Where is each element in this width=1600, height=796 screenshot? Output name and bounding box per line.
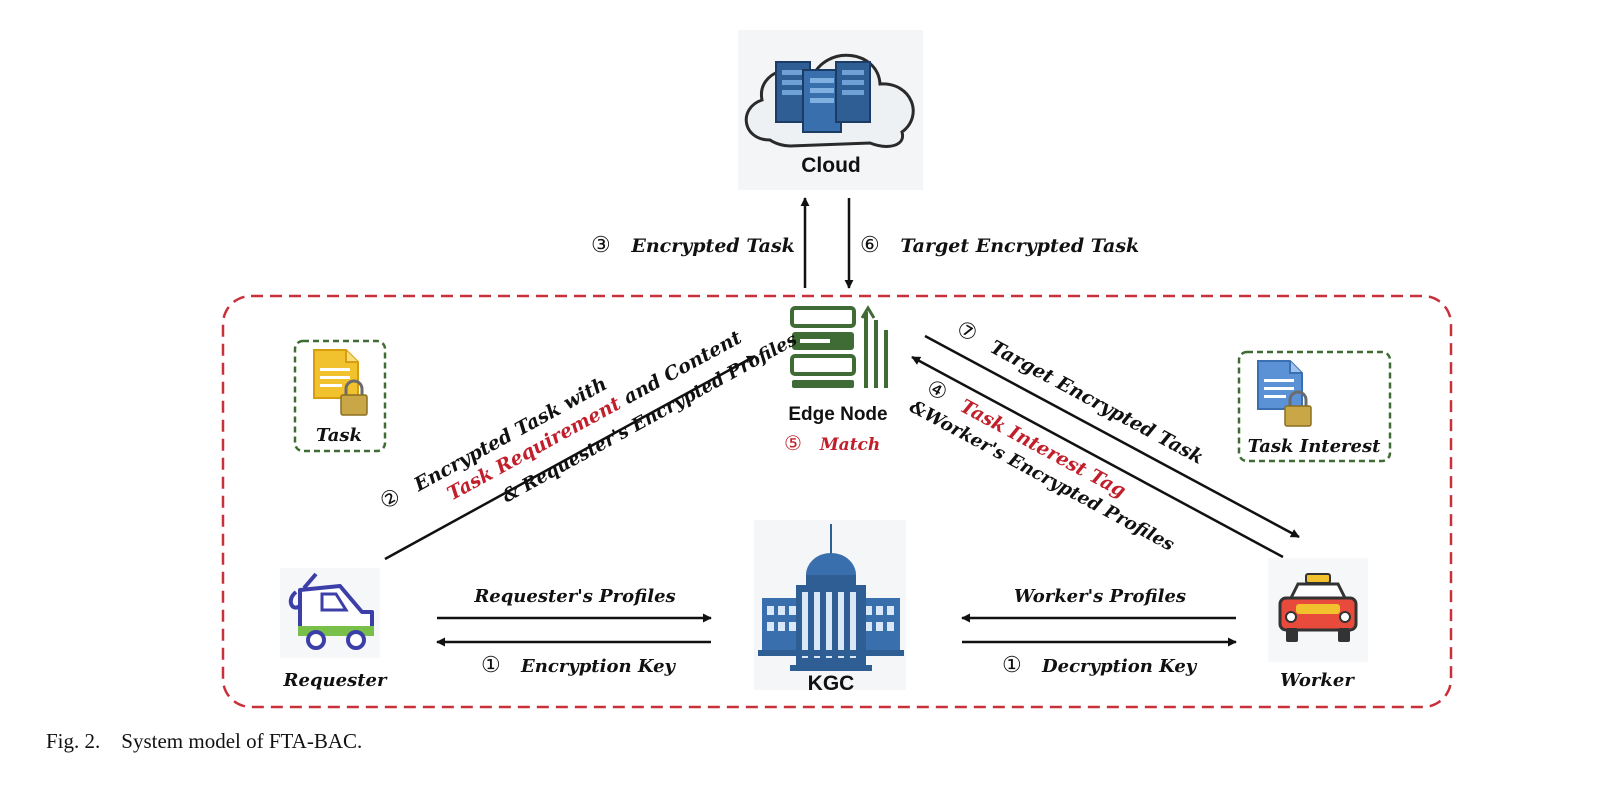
step7-number: ⑦ xyxy=(952,316,981,347)
task-label: Task xyxy=(316,425,362,446)
step1-right-number: ① xyxy=(1002,653,1022,678)
step5-text: Match xyxy=(819,435,880,455)
worker-node: Worker xyxy=(1268,558,1368,691)
step1-left-label: ① Encryption Key xyxy=(481,653,677,678)
svg-text:② Encrypted Task with: ② Encrypted Task with xyxy=(376,371,611,515)
tow-truck-icon xyxy=(280,568,380,658)
kgc-node: KGC xyxy=(754,520,906,695)
caption-text: System model of FTA-BAC. xyxy=(121,729,363,753)
trust-boundary xyxy=(221,294,1453,709)
arrow-worker-to-edge xyxy=(911,355,1284,559)
kgc-label: KGC xyxy=(808,672,855,695)
requester-label: Requester xyxy=(283,670,388,691)
worker-label: Worker xyxy=(1280,670,1355,691)
task-box: Task xyxy=(293,339,387,453)
edge-server-icon xyxy=(790,305,888,388)
step4-label: ④ Task Interest Tag &Worker's Encrypted … xyxy=(906,375,1178,555)
cloud-servers-icon xyxy=(738,30,923,190)
step1-left-number: ① xyxy=(481,653,501,678)
taxi-icon xyxy=(1268,558,1368,662)
requester-node: Requester xyxy=(280,568,388,691)
locked-document-icon xyxy=(313,349,368,416)
step1-right-label: ① Decryption Key xyxy=(1002,653,1198,678)
step5-label: ⑤ Match xyxy=(784,431,880,455)
step7-text: Target Encrypted Task xyxy=(986,336,1207,469)
step5-number: ⑤ xyxy=(784,431,802,455)
task-interest-box: Task Interest xyxy=(1237,350,1392,463)
step1-right-text: Decryption Key xyxy=(1041,656,1198,677)
figure-caption: Fig. 2. System model of FTA-BAC. xyxy=(46,729,362,754)
requester-profiles-label: Requester's Profiles xyxy=(473,586,675,607)
cloud-label: Cloud xyxy=(801,154,860,177)
edge-node-label: Edge Node xyxy=(788,404,887,425)
cloud-node: Cloud xyxy=(738,30,923,190)
locked-document-icon xyxy=(1257,360,1312,427)
worker-profiles-label: Worker's Profiles xyxy=(1014,586,1186,607)
step6-text: Target Encrypted Task xyxy=(900,235,1139,257)
task-interest-label: Task Interest xyxy=(1248,436,1382,457)
step2-number: ② xyxy=(376,484,405,515)
caption-label: Fig. 2. xyxy=(46,729,101,753)
arrow-edge-to-worker xyxy=(924,334,1300,539)
edge-node: Edge Node ⑤ Match xyxy=(784,305,888,455)
step3-text: Encrypted Task xyxy=(630,235,794,257)
step6-number: ⑥ xyxy=(860,233,880,258)
arrow-requester-to-edge xyxy=(384,354,756,561)
government-building-icon xyxy=(754,520,906,690)
step3-label: ③ Encrypted Task xyxy=(591,233,795,258)
step2-label: ② Encrypted Task with Task Requirement a… xyxy=(376,326,801,515)
step6-label: ⑥ Target Encrypted Task xyxy=(860,233,1139,258)
step1-left-text: Encryption Key xyxy=(520,656,677,677)
svg-text:Task Requirement and Content: Task Requirement and Content xyxy=(444,326,746,505)
step3-number: ③ xyxy=(591,233,611,258)
